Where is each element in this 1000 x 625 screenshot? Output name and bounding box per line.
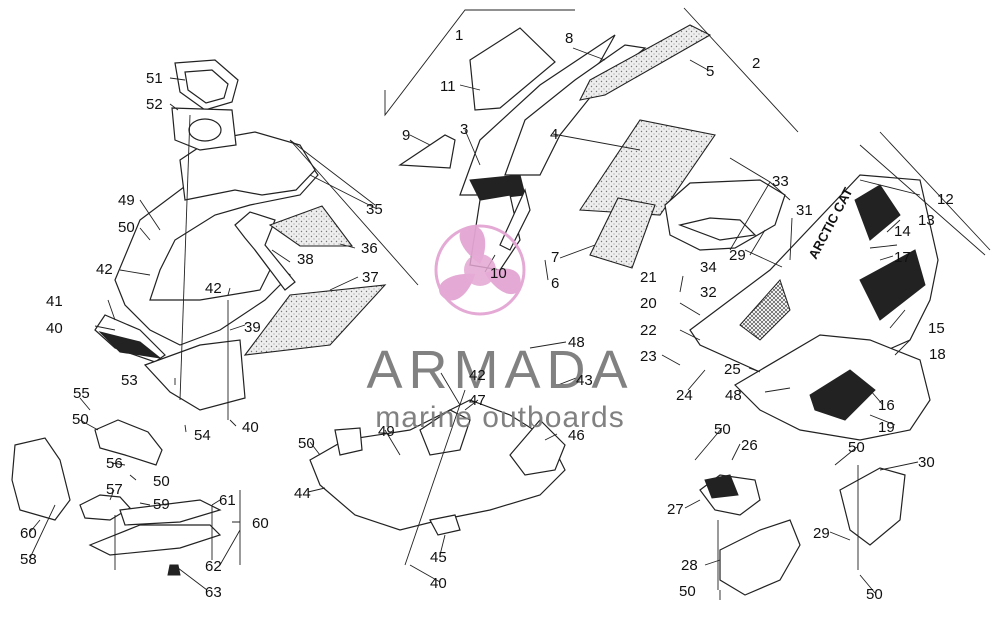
callout-45: 45 — [430, 549, 447, 566]
callout-62: 62 — [205, 558, 222, 575]
callout-40b: 40 — [242, 419, 259, 436]
callout-3: 3 — [460, 121, 468, 138]
callout-50g: 50 — [679, 583, 696, 600]
callouts: 1 2 3 4 5 6 7 8 9 10 11 12 13 14 15 16 1… — [20, 27, 954, 603]
callout-9: 9 — [402, 127, 410, 144]
callout-28: 28 — [681, 557, 698, 574]
callout-50h: 50 — [866, 586, 883, 603]
callout-24: 24 — [676, 387, 693, 404]
callout-40c: 40 — [430, 575, 447, 592]
callout-63: 63 — [205, 584, 222, 601]
callout-50f: 50 — [848, 439, 865, 456]
callout-15: 15 — [928, 320, 945, 337]
callout-37: 37 — [362, 269, 379, 286]
lower-left-parts — [11, 419, 222, 576]
upper-console-assembly — [94, 59, 419, 420]
callout-26: 26 — [741, 437, 758, 454]
callout-50b: 50 — [72, 411, 89, 428]
callout-29a: 29 — [729, 247, 746, 264]
callout-23: 23 — [640, 348, 657, 365]
callout-59: 59 — [153, 496, 170, 513]
callout-4: 4 — [550, 126, 558, 143]
callout-14: 14 — [894, 223, 911, 240]
callout-32: 32 — [700, 284, 717, 301]
callout-6: 6 — [551, 275, 559, 292]
hood-assembly — [384, 7, 799, 271]
callout-27: 27 — [667, 501, 684, 518]
callout-13: 13 — [918, 212, 935, 229]
watermark-brand: ARMADA — [366, 340, 633, 400]
callout-52: 52 — [146, 96, 163, 113]
callout-51: 51 — [146, 70, 163, 87]
callout-21: 21 — [640, 269, 657, 286]
callout-43: 43 — [576, 372, 593, 389]
callout-12: 12 — [937, 191, 954, 208]
callout-17: 17 — [894, 249, 911, 266]
callout-60a: 60 — [20, 525, 37, 542]
callout-61: 61 — [219, 492, 236, 509]
callout-33: 33 — [772, 173, 789, 190]
callout-50c: 50 — [153, 473, 170, 490]
callout-35: 35 — [366, 201, 383, 218]
callout-53: 53 — [121, 372, 138, 389]
leader-lines — [29, 47, 921, 600]
callout-31: 31 — [796, 202, 813, 219]
watermark-tagline: marine outboards — [375, 401, 624, 434]
callout-50a: 50 — [118, 219, 135, 236]
callout-48a: 48 — [568, 334, 585, 351]
belly-pan — [309, 389, 566, 566]
propeller-logo-icon — [434, 224, 526, 316]
watermark: ARMADA marine outboards — [366, 224, 633, 434]
callout-55: 55 — [73, 385, 90, 402]
callout-20: 20 — [640, 295, 657, 312]
callout-1: 1 — [455, 27, 463, 44]
callout-42b: 42 — [205, 280, 222, 297]
callout-49b: 49 — [378, 423, 395, 440]
callout-38: 38 — [297, 251, 314, 268]
callout-7: 7 — [551, 249, 559, 266]
callout-41: 41 — [46, 293, 63, 310]
callout-42a: 42 — [96, 261, 113, 278]
callout-5: 5 — [706, 63, 714, 80]
callout-50e: 50 — [714, 421, 731, 438]
callout-29b: 29 — [813, 525, 830, 542]
lower-right-parts — [699, 465, 906, 596]
callout-2: 2 — [752, 55, 760, 72]
callout-34: 34 — [700, 259, 717, 276]
callout-10: 10 — [490, 265, 507, 282]
callout-57: 57 — [106, 481, 123, 498]
callout-60b: 60 — [252, 515, 269, 532]
callout-22: 22 — [640, 322, 657, 339]
callout-18: 18 — [929, 346, 946, 363]
callout-47: 47 — [469, 392, 486, 409]
callout-50d: 50 — [298, 435, 315, 452]
callout-30: 30 — [918, 454, 935, 471]
callout-19: 19 — [878, 419, 895, 436]
callout-46: 46 — [568, 427, 585, 444]
callout-48b: 48 — [725, 387, 742, 404]
callout-8: 8 — [565, 30, 573, 47]
callout-25: 25 — [724, 361, 741, 378]
callout-42c: 42 — [469, 367, 486, 384]
callout-16: 16 — [878, 397, 895, 414]
callout-49a: 49 — [118, 192, 135, 209]
callout-44: 44 — [294, 485, 311, 502]
callout-54: 54 — [194, 427, 211, 444]
callout-36: 36 — [361, 240, 378, 257]
callout-56: 56 — [106, 455, 123, 472]
callout-11: 11 — [440, 78, 456, 95]
callout-40a: 40 — [46, 320, 63, 337]
callout-58: 58 — [20, 551, 37, 568]
callout-39: 39 — [244, 319, 261, 336]
side-panel-assembly: ARCTIC CAT — [664, 131, 991, 441]
